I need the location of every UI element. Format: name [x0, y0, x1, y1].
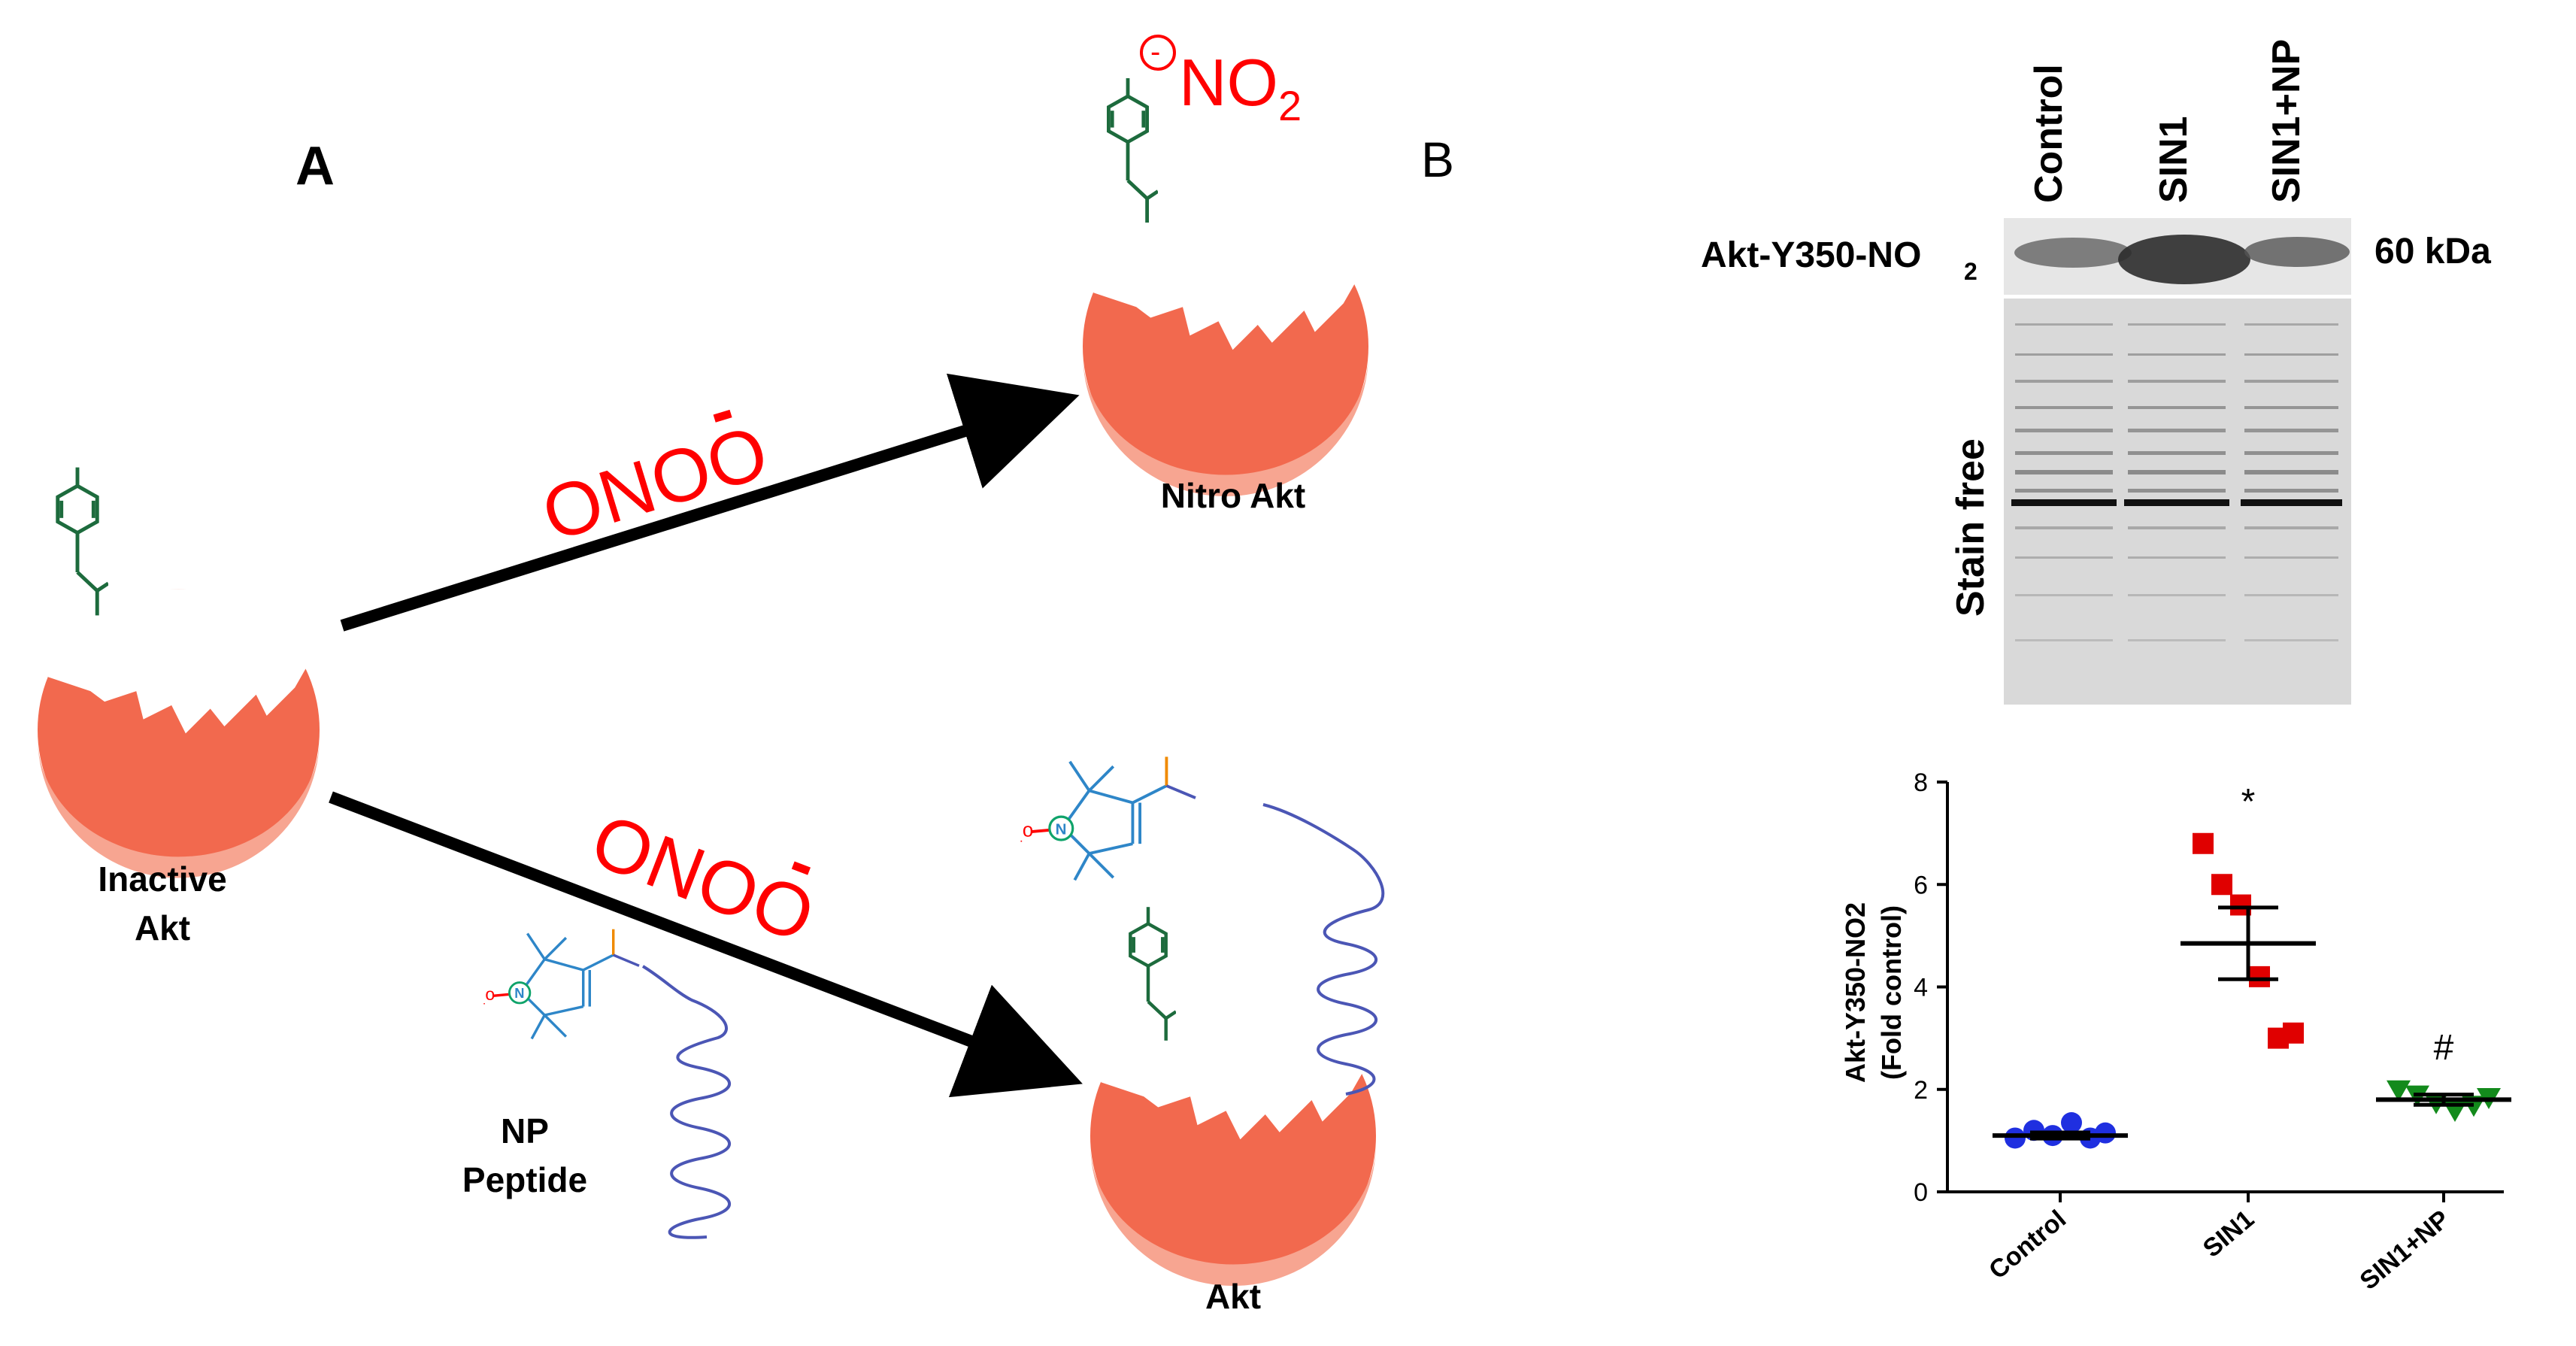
- data-point: [2095, 1122, 2116, 1144]
- svg-text:ONOO: ONOO: [533, 410, 777, 557]
- inactive-akt-protein: [38, 468, 320, 878]
- data-point: [2061, 1112, 2082, 1134]
- significance-mark: *: [2241, 782, 2256, 822]
- significance-mark: #: [2434, 1028, 2454, 1068]
- svg-text:Akt-Y350-NO: Akt-Y350-NO: [1701, 235, 1921, 275]
- reagent-bottom: ONOO -: [580, 798, 827, 959]
- svg-text:2: 2: [1278, 82, 1302, 129]
- panel-a-letter: A: [295, 136, 335, 196]
- nitro-group: - NO 2: [1140, 35, 1302, 129]
- band-label: Akt-Y350-NO 2: [1701, 235, 1977, 285]
- svg-text:2: 2: [1964, 258, 1977, 285]
- y-axis-label-units: (Fold control): [1876, 905, 1907, 1080]
- lane-label-control: Control: [2027, 64, 2071, 203]
- y-tick-label: 4: [1914, 974, 1928, 1002]
- data-point: [2005, 1127, 2026, 1149]
- data-point: [2249, 966, 2270, 987]
- np-peptide-label-line2: Peptide: [462, 1160, 587, 1199]
- data-point: [2211, 874, 2232, 896]
- y-tick-label: 8: [1914, 768, 1928, 797]
- panel-b-letter: B: [1421, 132, 1454, 187]
- y-tick-label: 6: [1914, 871, 1928, 899]
- svg-text:NO: NO: [1179, 45, 1278, 120]
- data-point: [2283, 1022, 2304, 1044]
- molecular-weight-label: 60 kDa: [2374, 232, 2491, 271]
- nitro-akt-protein: [1083, 78, 1368, 496]
- data-point: [2193, 832, 2214, 854]
- y-axis-label: Akt-Y350-NO2: [1840, 902, 1871, 1083]
- protected-akt-label: Akt: [1205, 1277, 1261, 1316]
- arrow-to-nitro-akt: [340, 373, 1080, 632]
- np-peptide-label-line1: NP: [501, 1111, 549, 1150]
- lane-label-sin1: SIN1: [2152, 116, 2196, 203]
- lane-label-sin1-np: SIN1+NP: [2265, 39, 2308, 203]
- stain-free-gel: [2004, 299, 2351, 705]
- inactive-akt-label-line2: Akt: [135, 908, 190, 947]
- data-point: [2387, 1080, 2411, 1102]
- reagent-top: ONOO -: [533, 372, 777, 557]
- x-tick-label: Control: [1984, 1205, 2071, 1285]
- nitro-akt-label: Nitro Akt: [1161, 476, 1306, 515]
- protected-akt-protein: [1018, 756, 1385, 1286]
- x-tick-label: SIN1+NP: [2354, 1205, 2455, 1296]
- arrow-to-protected-akt: [329, 791, 1083, 1098]
- svg-text:-: -: [1150, 35, 1160, 68]
- y-tick-label: 2: [1914, 1076, 1928, 1105]
- np-peptide-molecule: [481, 929, 731, 1239]
- stain-free-label: Stain free: [1949, 438, 1993, 617]
- y-tick-label: 0: [1914, 1178, 1928, 1207]
- x-tick-label: SIN1: [2198, 1205, 2259, 1263]
- inactive-akt-label-line1: Inactive: [98, 859, 226, 899]
- western-blot-band: [2004, 218, 2351, 295]
